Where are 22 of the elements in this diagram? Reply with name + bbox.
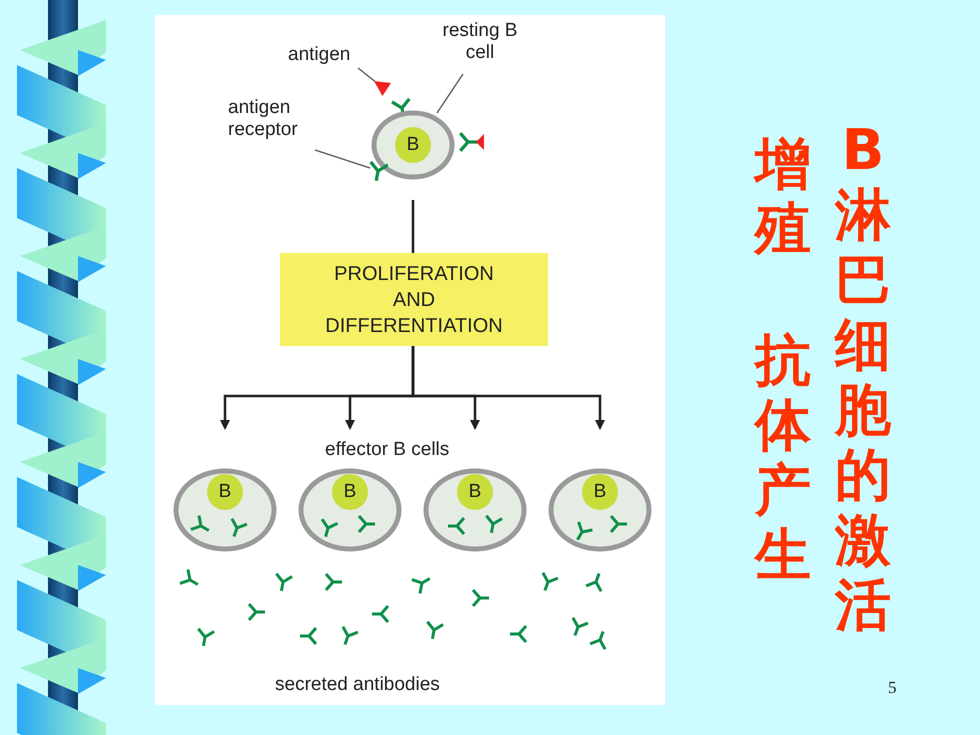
effector-cell xyxy=(548,468,652,552)
effector-cell xyxy=(173,468,277,552)
subtitle: 增殖 xyxy=(752,132,812,262)
leader-line xyxy=(314,149,370,169)
receptor-icon xyxy=(368,160,388,182)
caption: secreted antibodies xyxy=(275,674,440,696)
callout-label: antigen receptor xyxy=(228,97,333,141)
leader-line xyxy=(358,67,378,84)
arrow xyxy=(412,346,605,430)
title: B淋巴细胞的激活 xyxy=(833,118,892,638)
callout-label: resting B cell xyxy=(440,20,520,64)
resting-cell xyxy=(371,110,455,180)
process-box: PROLIFERATION AND DIFFERENTIATION xyxy=(280,253,548,346)
subtitle: 抗体产生 xyxy=(752,328,812,588)
caption: effector B cells xyxy=(325,439,450,461)
leader-line xyxy=(436,74,464,114)
effector-cell xyxy=(423,468,527,552)
page-number: 5 xyxy=(888,677,896,699)
effector-cell xyxy=(298,468,402,552)
antigen-icon xyxy=(374,81,391,96)
connector-line xyxy=(412,200,414,253)
callout-label: antigen xyxy=(288,44,350,66)
